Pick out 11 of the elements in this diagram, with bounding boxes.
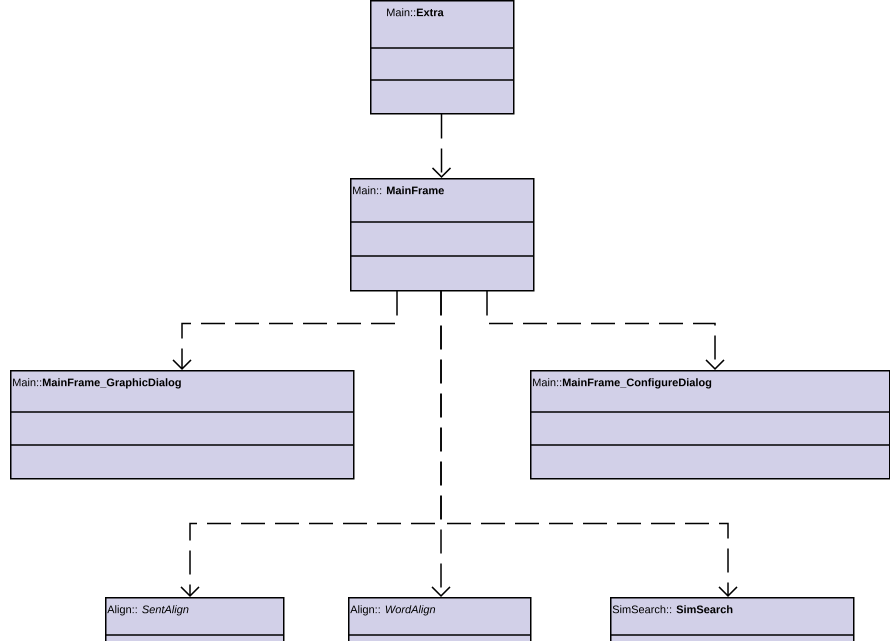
class-box: SimSearch:: SimSearch [610,597,854,641]
class-box: Main::MainFrame_ConfigureDialog [530,370,890,480]
class-box: Align:: WordAlign [348,597,532,641]
dependency-arrow [440,292,738,598]
class-box: Align:: SentAlign [105,597,284,641]
dependency-arrow [172,292,398,370]
dependency-arrow [432,114,452,178]
class-box: Main::Extra [370,0,514,114]
class-box: Main:: MainFrame [350,178,534,292]
class-box: Main::MainFrame_GraphicDialog [10,370,354,480]
dependency-arrow [486,292,725,370]
